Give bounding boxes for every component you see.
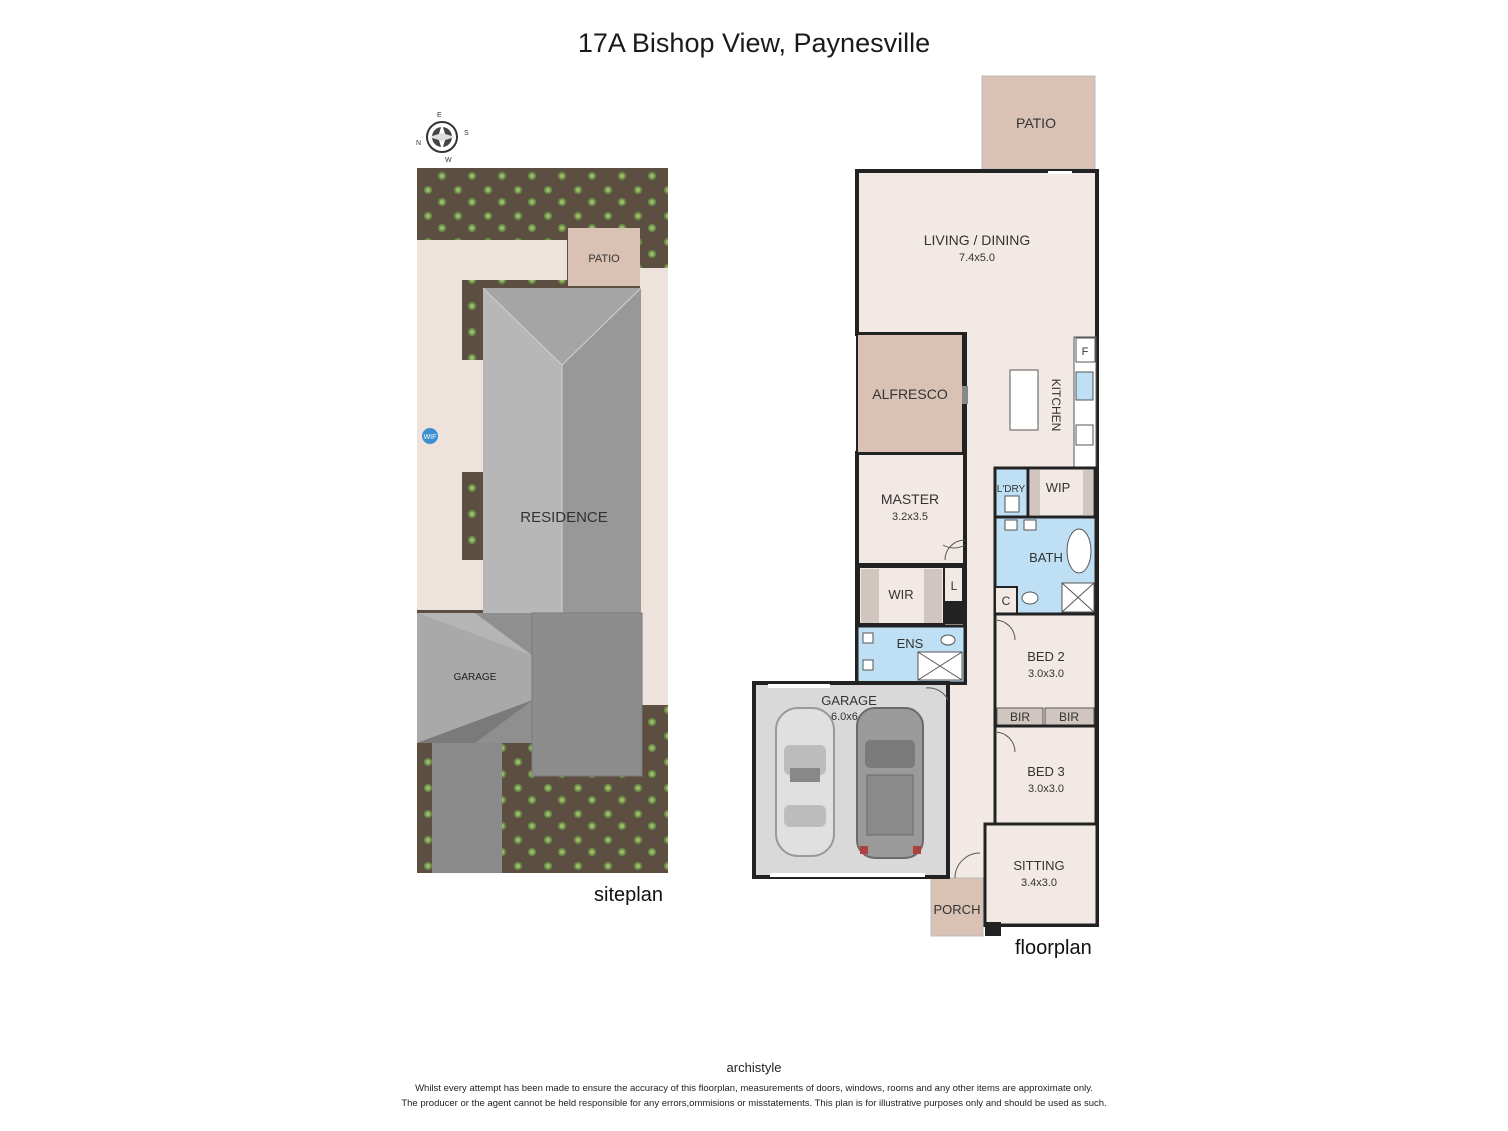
room-sitting-size: 3.4x3.0 — [1021, 877, 1057, 889]
site-garage-label: GARAGE — [454, 672, 497, 683]
page-title: 17A Bishop View, Paynesville — [577, 28, 931, 58]
wif-icon — [422, 428, 438, 444]
room-wip-label: WIP — [1046, 480, 1071, 495]
room-kitchen-label: KITCHEN — [1049, 379, 1063, 432]
room-bed3-label: BED 3 — [1027, 764, 1065, 779]
room-master-size: 3.2x3.5 — [892, 511, 928, 523]
toilet-icon — [1021, 591, 1039, 605]
fridge — [1075, 337, 1096, 363]
room-living-label: LIVING / DINING — [924, 232, 1031, 248]
room-bed3-size: 3.0x3.0 — [1028, 783, 1064, 795]
car-sedan-icon — [775, 707, 835, 857]
room-garage-label: GARAGE — [821, 693, 877, 708]
room-wir-label: WIR — [888, 587, 913, 602]
room-alfresco — [856, 333, 964, 454]
bathtub-icon — [1066, 528, 1092, 574]
disclaimer-line-1: Whilst every attempt has been made to en… — [415, 1083, 1093, 1094]
compass-e: E — [437, 112, 442, 119]
room-bed3 — [993, 724, 1098, 826]
siteplan: N E S W PATIO RESIDENCE — [416, 112, 668, 873]
compass-s: S — [464, 130, 469, 137]
kitchen-island — [1009, 369, 1039, 431]
room-living-size: 7.4x5.0 — [959, 252, 995, 264]
room-ldry-label: L'DRY — [997, 484, 1026, 495]
site-residence-roof — [482, 287, 642, 618]
site-patio-label: PATIO — [588, 253, 620, 265]
kitchen-sink — [1075, 371, 1094, 401]
room-sitting — [983, 822, 1099, 927]
room-master-label: MASTER — [881, 491, 939, 507]
site-patio — [568, 228, 640, 286]
room-bir2-label: BIR — [1059, 710, 1079, 724]
site-driveway — [432, 743, 502, 873]
room-patio — [981, 75, 1096, 170]
compass-w: W — [445, 157, 452, 164]
compass-n: N — [416, 140, 421, 147]
floorplan-caption: floorplan — [1015, 937, 1092, 959]
siteplan-caption: siteplan — [594, 884, 663, 906]
room-sitting-label: SITTING — [1013, 858, 1064, 873]
room-porch-label: PORCH — [934, 902, 981, 917]
room-bath-label: BATH — [1029, 550, 1063, 565]
room-bed2-size: 3.0x3.0 — [1028, 668, 1064, 680]
brand-logo: archistyle — [726, 1060, 782, 1075]
room-patio-label: PATIO — [1016, 115, 1056, 131]
site-wif-label: WIF — [424, 434, 437, 441]
compass-icon: N E S W — [416, 112, 469, 164]
disclaimer-line-2: The producer or the agent cannot be held… — [401, 1098, 1107, 1109]
floorplan: PATIO LIVING / DINING 7.4x5.0 ALFRESCO F… — [752, 75, 1099, 937]
cooktop-icon — [1075, 424, 1094, 446]
room-ens-label: ENS — [897, 636, 924, 651]
site-garage-roof — [417, 612, 643, 777]
room-cupboard-label: C — [1002, 594, 1011, 608]
fridge-label: F — [1082, 346, 1089, 358]
room-bed2 — [993, 612, 1098, 728]
room-alfresco-label: ALFRESCO — [872, 386, 948, 402]
room-bed2-label: BED 2 — [1027, 649, 1065, 664]
room-bir1-label: BIR — [1010, 710, 1030, 724]
site-residence-label: RESIDENCE — [520, 509, 608, 526]
room-porch — [930, 877, 984, 937]
car-suv-icon — [856, 707, 924, 859]
room-linen-label: L — [951, 579, 958, 593]
